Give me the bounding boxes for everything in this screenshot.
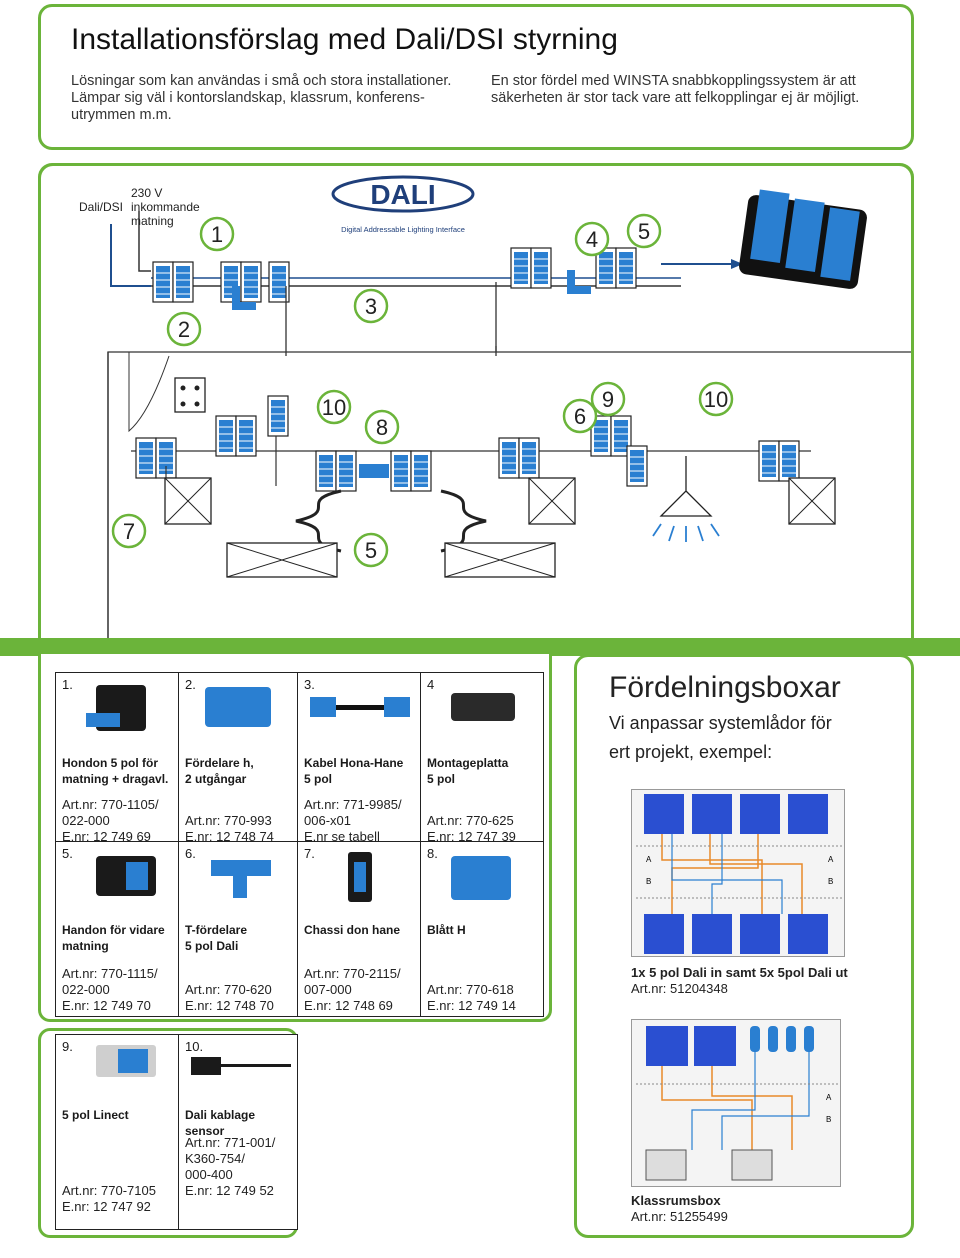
cable-icon bbox=[310, 697, 410, 717]
svg-text:A: A bbox=[826, 1093, 832, 1102]
t-distributor-icon bbox=[211, 860, 271, 898]
intro-left-line: Lösningar som kan användas i små och sto… bbox=[71, 73, 452, 89]
box2-caption: Klassrumsbox Art.nr: 51255499 bbox=[631, 1193, 728, 1224]
svg-text:inkommande: inkommande bbox=[131, 200, 200, 214]
svg-text:4: 4 bbox=[586, 227, 598, 252]
intro-right: En stor fördel med WINSTA snabbkopplings… bbox=[491, 73, 859, 107]
svg-text:7: 7 bbox=[123, 519, 135, 544]
blue-h-icon bbox=[451, 856, 511, 900]
sensor-cable-icon bbox=[191, 1057, 291, 1075]
distribution-box-illustration bbox=[739, 189, 867, 289]
fordelning-card: Fördelningsboxar Vi anpassar systemlådor… bbox=[574, 654, 914, 1238]
svg-text:9: 9 bbox=[602, 387, 614, 412]
callout-numbers: 1 2 3 4 5 10 8 6 9 10 7 5 bbox=[111, 213, 734, 568]
svg-text:B: B bbox=[646, 877, 651, 886]
product-2: 2. Fördelare h,2 utgångar Art.nr: 770-99… bbox=[178, 672, 298, 844]
intro-right-line: säkerheten är stor tack vare att felkopp… bbox=[491, 90, 860, 106]
socket-icon bbox=[174, 377, 206, 413]
box1-diagram: A A B B bbox=[631, 789, 845, 957]
distributor-icon bbox=[205, 687, 271, 727]
page-title: Installationsförslag med Dali/DSI styrni… bbox=[71, 23, 618, 56]
box2-diagram: A B bbox=[631, 1019, 841, 1187]
product-7: 7. Chassi don hane Art.nr: 770-2115/007-… bbox=[297, 841, 421, 1017]
chassis-connector-icon bbox=[348, 852, 372, 902]
svg-text:10: 10 bbox=[322, 395, 346, 420]
svg-text:2: 2 bbox=[178, 317, 190, 342]
plug-icon bbox=[96, 856, 156, 896]
intro-left: Lösningar som kan användas i små och sto… bbox=[71, 73, 451, 124]
svg-text:1: 1 bbox=[211, 222, 223, 247]
mounting-plate-icon bbox=[451, 693, 515, 721]
svg-text:matning: matning bbox=[131, 214, 174, 228]
svg-text:3: 3 bbox=[365, 294, 377, 319]
plug-icon bbox=[86, 685, 146, 731]
svg-text:5: 5 bbox=[365, 538, 377, 563]
product-10: 10. Dali kablage sensor Art.nr: 771-001/… bbox=[178, 1034, 298, 1230]
installation-diagram: DALI Digital Addressable Lighting Interf… bbox=[38, 163, 914, 638]
green-bar bbox=[0, 638, 960, 656]
svg-text:8: 8 bbox=[376, 415, 388, 440]
svg-text:Digital Addressable Lighting I: Digital Addressable Lighting Interface bbox=[341, 225, 465, 234]
diagram-canvas: DALI Digital Addressable Lighting Interf… bbox=[41, 166, 911, 638]
svg-text:A: A bbox=[646, 855, 652, 864]
fordelning-title: Fördelningsboxar bbox=[609, 671, 841, 704]
dali-logo: DALI Digital Addressable Lighting Interf… bbox=[331, 175, 475, 234]
linect-icon bbox=[96, 1045, 156, 1077]
diagram-svg: DALI Digital Addressable Lighting Interf… bbox=[79, 175, 911, 638]
svg-text:A: A bbox=[828, 855, 834, 864]
sensor-icon bbox=[659, 456, 713, 517]
svg-text:5: 5 bbox=[638, 219, 650, 244]
intro-left-line: utrymmen m.m. bbox=[71, 107, 172, 123]
header-card: Installationsförslag med Dali/DSI styrni… bbox=[38, 4, 914, 150]
intro-right-line: En stor fördel med WINSTA snabbkopplings… bbox=[491, 73, 856, 89]
svg-text:B: B bbox=[828, 877, 833, 886]
svg-text:10: 10 bbox=[704, 387, 728, 412]
svg-text:6: 6 bbox=[574, 404, 586, 429]
label-dali: Dali/DSI bbox=[79, 200, 123, 214]
svg-text:DALI: DALI bbox=[370, 179, 435, 210]
svg-text:230 V: 230 V bbox=[131, 186, 162, 200]
box1-caption: 1x 5 pol Dali in samt 5x 5pol Dali ut Ar… bbox=[631, 965, 848, 996]
intro-left-line: Lämpar sig väl i kontorslandskap, klassr… bbox=[71, 90, 425, 106]
svg-text:B: B bbox=[826, 1115, 831, 1124]
